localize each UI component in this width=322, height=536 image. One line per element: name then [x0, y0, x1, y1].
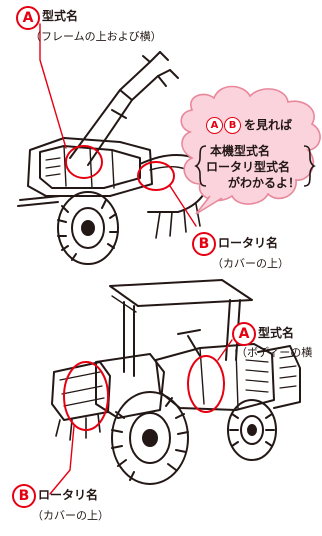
tractor-rotary-location: （カバーの上）	[32, 509, 109, 522]
tiller-model-location: （フレームの上および横）	[30, 30, 162, 43]
tractor-model-badge-a: A	[232, 322, 256, 346]
bubble-line-4: がわかるよ！	[228, 176, 301, 190]
bubble-line-3: ロータリ型式名	[206, 160, 291, 174]
bubble-badge-a: A	[206, 117, 223, 134]
bubble-line-1: を見れば	[244, 118, 293, 132]
bubble-line-2: 本機型式名	[210, 144, 271, 158]
tiller-model-badge-a: A	[16, 6, 40, 30]
tractor-model-location: （ボディーの横	[236, 346, 313, 359]
tractor-rotary-badge-b: B	[12, 484, 36, 508]
tiller-illustration	[17, 23, 210, 265]
speech-bubble-shape	[180, 85, 321, 215]
tractor-rotary-label: ロータリ名	[38, 488, 99, 502]
tiller-model-label: 型式名	[42, 9, 79, 23]
tractor-illustration	[49, 279, 301, 495]
tractor-model-label: 型式名	[258, 326, 295, 340]
tiller-rotary-location: （カバーの上）	[212, 257, 289, 270]
bubble-badge-b: B	[224, 117, 241, 134]
tiller-rotary-badge-b: B	[192, 232, 216, 256]
tiller-rotary-label: ロータリ名	[218, 236, 279, 250]
